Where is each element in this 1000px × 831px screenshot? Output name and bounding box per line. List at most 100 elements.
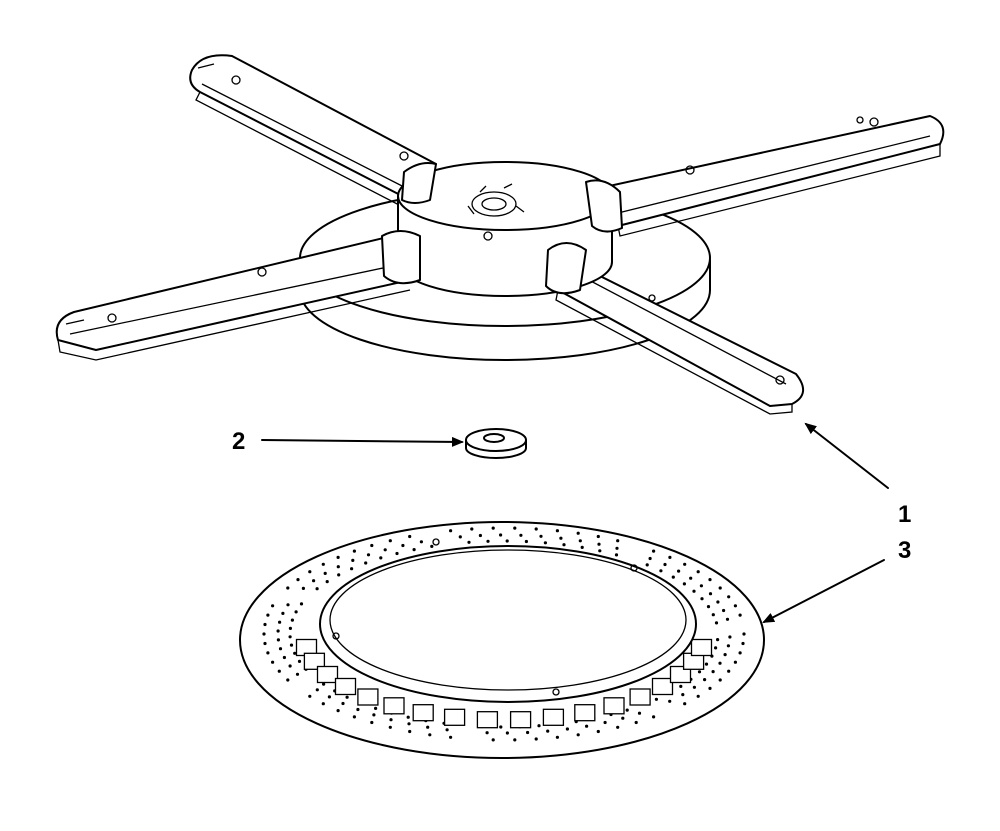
spray-arm-lower-left xyxy=(55,235,411,361)
ring-perforation-dot xyxy=(733,660,738,664)
ring-perforation-dot xyxy=(578,539,582,543)
ring-perforation-dot xyxy=(263,622,267,627)
callout-label-1: 1 xyxy=(898,501,911,528)
ring-perforation-dot xyxy=(370,720,374,725)
ring-perforation-dot xyxy=(711,613,715,617)
ring-perforation-dot xyxy=(277,669,281,673)
callout-3-group: 3 xyxy=(762,537,911,623)
ring-slot xyxy=(334,677,357,696)
ring-perforation-dot xyxy=(379,556,383,560)
ring-perforation-dot xyxy=(299,602,304,606)
ring-perforation-dot xyxy=(718,678,722,682)
ring-perforation-dot xyxy=(297,659,302,664)
ring-perforation-dot xyxy=(733,604,738,608)
ring-perforation-dot xyxy=(714,621,719,625)
callout-1-leader xyxy=(804,422,889,489)
ring-perforation-dot xyxy=(336,565,340,569)
ring-perforation-dot xyxy=(449,529,453,533)
ring-perforation-dot xyxy=(648,556,652,561)
ring-perforation-dot xyxy=(336,709,340,713)
perforated-ring xyxy=(239,521,765,759)
ring-perforation-dot xyxy=(412,548,416,552)
ring-perforation-dot xyxy=(663,562,667,567)
ring-perforation-dot xyxy=(726,644,731,648)
ring-perforation-dot xyxy=(534,527,538,531)
ring-perforation-dot xyxy=(692,589,696,593)
ring-perforation-dot xyxy=(389,718,393,722)
ring-perforation-dot xyxy=(576,733,580,737)
ring-perforation-dot xyxy=(288,664,292,668)
ring-perforation-dot xyxy=(407,722,411,726)
ring-perforation-dot xyxy=(352,715,356,719)
ring-slot xyxy=(574,704,596,722)
ring-perforation-dot xyxy=(738,613,742,617)
ring-perforation-dot xyxy=(716,638,720,642)
ring-slot xyxy=(603,697,625,715)
ring-perforation-dot xyxy=(322,682,326,686)
ring-perforation-dot xyxy=(271,604,275,608)
ring-perforation-dot xyxy=(458,535,462,539)
ring-perforation-dot xyxy=(625,708,629,712)
ring-perforation-dot xyxy=(723,653,727,657)
ring-perforation-dot xyxy=(683,702,687,706)
ring-perforation-dot xyxy=(321,702,325,706)
ring-perforation-dot xyxy=(679,684,683,689)
ring-perforation-dot xyxy=(513,738,517,742)
ring-perforation-dot xyxy=(576,531,580,535)
ring-perforation-dot xyxy=(323,571,327,576)
ring-perforation-dot xyxy=(308,570,312,574)
ring-perforation-dot xyxy=(596,534,600,539)
spray-arm-upper-left xyxy=(189,54,437,209)
ring-perforation-dot xyxy=(677,569,681,573)
callout-3-leader xyxy=(762,559,885,623)
ring-perforation-dot xyxy=(700,597,704,601)
ring-perforation-dot xyxy=(725,617,730,621)
ring-perforation-dot xyxy=(614,553,619,557)
callout-label-2: 2 xyxy=(232,428,245,455)
ring-slot xyxy=(383,697,405,715)
ring-perforation-dot xyxy=(288,635,292,639)
ring-perforation-dot xyxy=(692,685,697,689)
ring-perforation-dot xyxy=(295,672,300,676)
ring-perforation-dot xyxy=(290,618,294,622)
ring-perforation-dot xyxy=(352,549,356,553)
ring-slot xyxy=(357,688,379,706)
ring-perforation-dot xyxy=(430,544,434,549)
ring-perforation-dot xyxy=(603,720,607,725)
ring-perforation-dot xyxy=(585,724,589,728)
ring-perforation-dot xyxy=(351,558,355,563)
ring-perforation-dot xyxy=(637,711,642,715)
ring-perforation-dot xyxy=(697,670,702,674)
ring-slot xyxy=(303,652,326,670)
ring-perforation-dot xyxy=(491,526,495,530)
ring-perforation-dot xyxy=(278,620,282,624)
ring-perforation-dot xyxy=(668,699,672,703)
ring-perforation-dot xyxy=(289,643,294,647)
ring-perforation-dot xyxy=(266,651,270,655)
callout-2-group: 2 xyxy=(232,428,464,455)
ring-perforation-dot xyxy=(598,549,602,553)
ring-slot xyxy=(316,665,339,684)
ring-perforation-dot xyxy=(336,555,340,560)
ring-perforation-dot xyxy=(652,549,656,553)
ring-perforation-dot xyxy=(286,603,290,607)
ring-perforation-dot xyxy=(262,632,266,636)
ring-perforation-dot xyxy=(374,706,378,711)
ring-perforation-dot xyxy=(526,730,530,735)
ring-perforation-dot xyxy=(505,539,509,543)
ring-perforation-dot xyxy=(364,561,368,565)
ring-perforation-dot xyxy=(708,578,712,582)
ring-perforation-dot xyxy=(616,725,620,729)
ring-perforation-dot xyxy=(513,526,517,530)
ring-perforation-dot xyxy=(470,527,474,531)
ring-perforation-dot xyxy=(281,611,285,616)
ring-slot xyxy=(651,677,674,696)
ring-perforation-dot xyxy=(718,661,722,665)
ring-perforation-dot xyxy=(327,695,331,699)
ring-perforation-dot xyxy=(727,595,731,599)
ring-perforation-dot xyxy=(652,715,656,719)
ring-perforation-dot xyxy=(315,688,319,692)
ring-perforation-dot xyxy=(539,534,543,538)
ring-perforation-dot xyxy=(704,662,709,666)
